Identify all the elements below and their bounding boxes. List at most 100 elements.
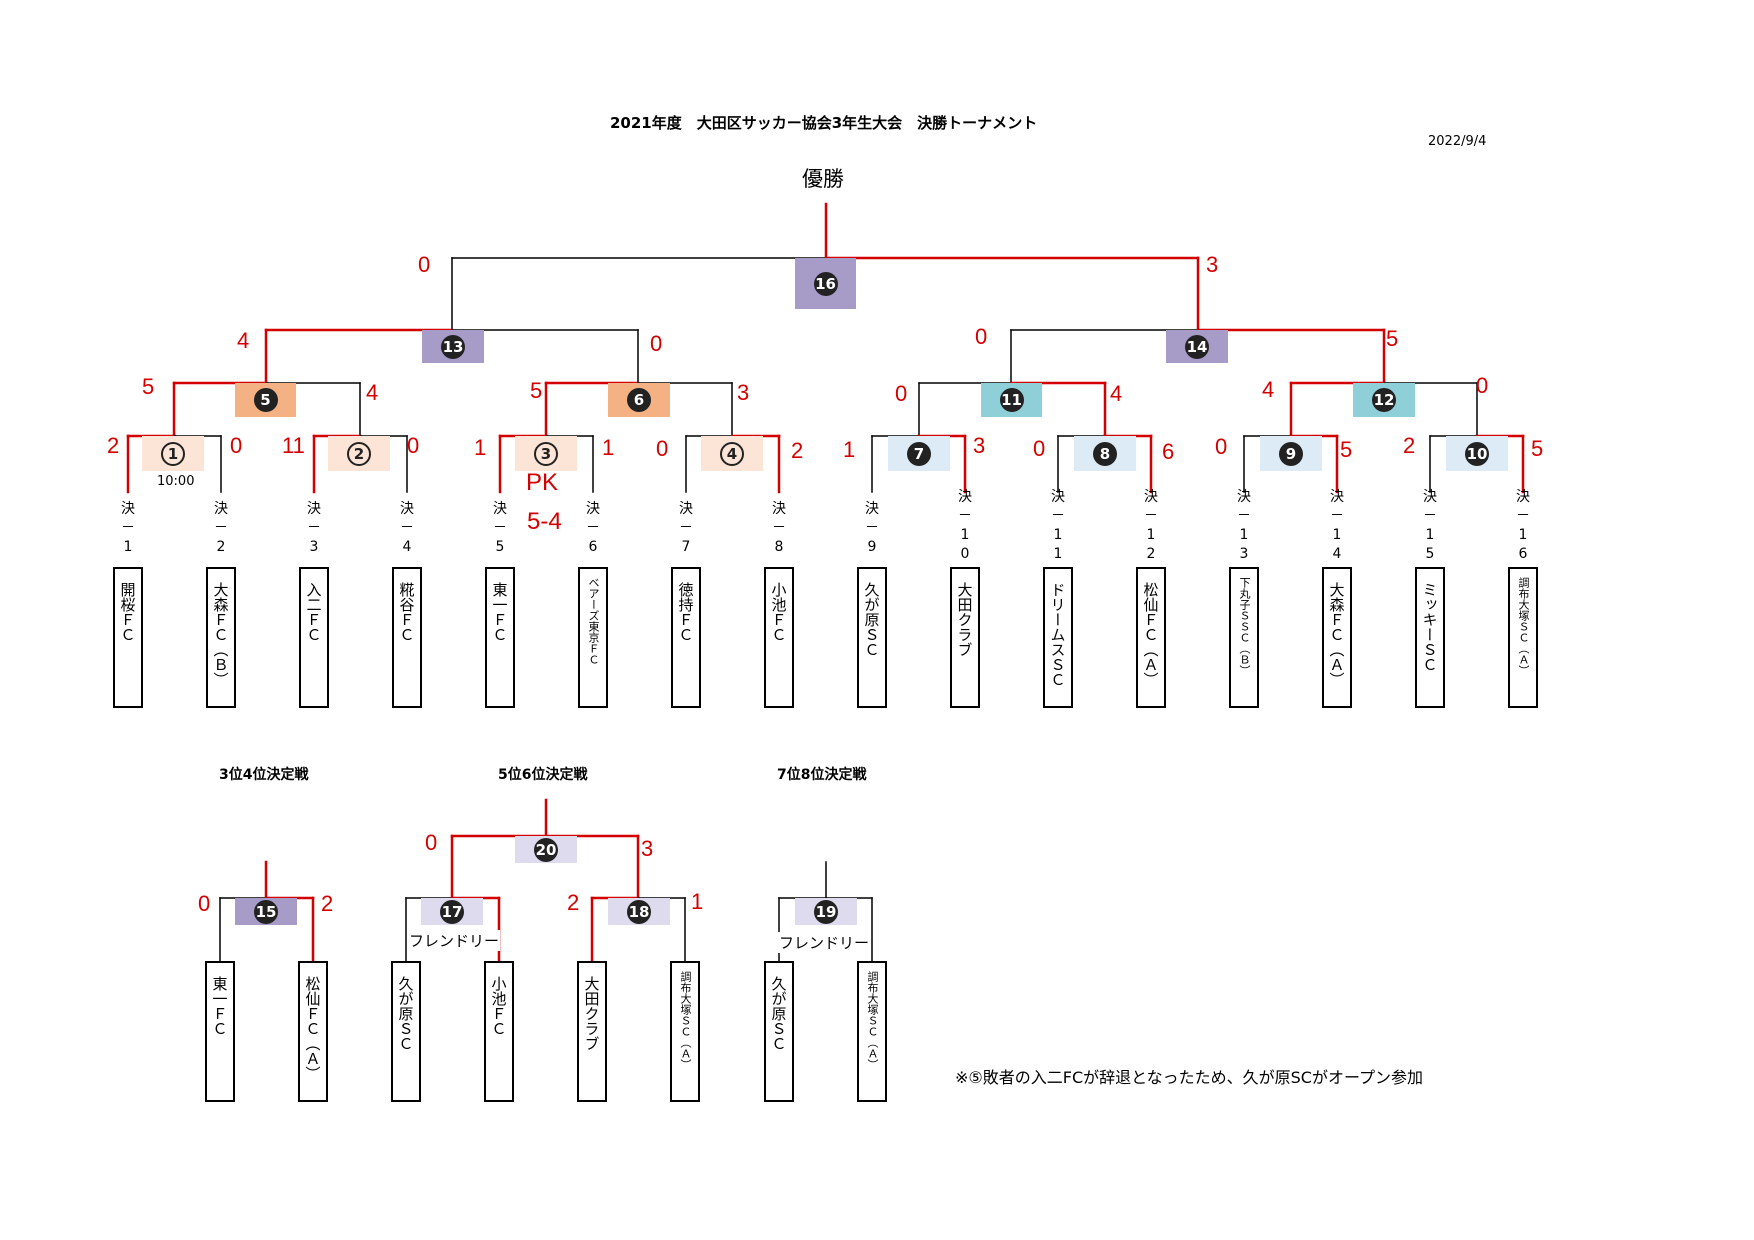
match-14-number: 14	[1185, 334, 1209, 359]
team-name: 小池ＦＣ	[769, 582, 788, 642]
match-11-number: 11	[999, 388, 1024, 412]
team-name: 入二ＦＣ	[304, 582, 323, 642]
match-5-box: 5	[235, 383, 296, 417]
slot-code: 決 － 1 2	[1144, 489, 1158, 562]
team-box: 調布大塚ＳＣ（Ａ）	[670, 961, 700, 1102]
team-name: 調布大塚ＳＣ（Ａ）	[1517, 577, 1530, 676]
score: 0	[425, 830, 438, 855]
match-16-number: 16	[813, 271, 838, 296]
score: 3	[973, 433, 986, 458]
page-title: 2021年度 大田区サッカー協会3年生大会 決勝トーナメント	[610, 114, 1038, 132]
match-19-box: 19	[795, 898, 857, 925]
third-fourth-title: 3位4位決定戦	[219, 767, 309, 783]
team-box: 調布大塚ＳＣ（Ａ）	[857, 961, 887, 1102]
match-13-box: 13	[422, 330, 484, 363]
match-4-number: 4	[720, 441, 744, 466]
score: 4	[366, 380, 379, 405]
team-box: 大森ＦＣ（Ｂ）	[206, 567, 236, 708]
score: 5	[1386, 326, 1399, 351]
match-7-number: 7	[907, 441, 931, 466]
match-7-box: 7	[888, 436, 950, 471]
score: 1	[691, 889, 704, 914]
score: 0	[656, 436, 669, 461]
slot-code: 決 － 4	[400, 501, 414, 555]
score: 0	[230, 433, 243, 458]
team-box: 東一ＦＣ	[205, 961, 235, 1102]
match-10-number: 10	[1465, 441, 1489, 466]
team-box: 久が原ＳＣ	[391, 961, 421, 1102]
match-11-box: 11	[981, 383, 1042, 417]
match-1-number: 1	[161, 441, 185, 466]
team-box: 調布大塚ＳＣ（Ａ）	[1508, 567, 1538, 708]
team-box: 大田クラブ	[577, 961, 607, 1102]
match-6-box: 6	[608, 383, 670, 417]
slot-code: 決 － 3	[307, 501, 321, 555]
team-name: 調布大塚ＳＣ（Ａ）	[866, 971, 879, 1070]
match-9-number: 9	[1279, 441, 1303, 466]
team-box: 大森ＦＣ（Ａ）	[1322, 567, 1352, 708]
team-box: ドリームスＳＣ	[1043, 567, 1073, 708]
team-box: 小池ＦＣ	[764, 567, 794, 708]
slot-code: 決 － 9	[865, 501, 879, 555]
slot-code: 決 － 1 6	[1516, 489, 1530, 562]
score: 0	[1033, 436, 1046, 461]
match-5-number: 5	[253, 388, 278, 412]
match-8-number: 8	[1093, 441, 1117, 466]
score: 0	[1215, 434, 1228, 459]
team-name: 松仙ＦＣ（Ａ）	[303, 976, 322, 1081]
team-name: 徳持ＦＣ	[676, 582, 695, 642]
score: 2	[107, 433, 120, 458]
score: 2	[321, 891, 334, 916]
score: 3	[1206, 252, 1219, 277]
match-19-friendly-label: フレンドリー	[778, 932, 871, 953]
fifth-sixth-title: 5位6位決定戦	[498, 767, 588, 783]
team-name: 久が原ＳＣ	[396, 976, 415, 1051]
match-15-box: 15	[235, 898, 297, 925]
slot-code: 決 － 1 4	[1330, 489, 1344, 562]
match-2-number: 2	[347, 441, 371, 466]
score: 1	[474, 435, 487, 460]
score: 4	[1110, 381, 1123, 406]
team-box: 糀谷ＦＣ	[392, 567, 422, 708]
team-box: 久が原ＳＣ	[764, 961, 794, 1102]
score: 5	[530, 378, 543, 403]
score: 0	[198, 891, 211, 916]
slot-code: 決 － 1 5	[1423, 489, 1437, 562]
match-3-pk-label: PK	[526, 469, 559, 496]
score: 3	[737, 380, 750, 405]
match-17-number: 17	[440, 899, 464, 924]
team-name: 松仙ＦＣ（Ａ）	[1141, 582, 1160, 687]
team-box: 松仙ＦＣ（Ａ）	[298, 961, 328, 1102]
team-name: ベアーズ東京ＦＣ	[587, 577, 600, 665]
team-name: 大森ＦＣ（Ａ）	[1327, 582, 1346, 687]
score: 0	[895, 381, 908, 406]
score: 4	[1262, 377, 1275, 402]
team-box: 松仙ＦＣ（Ａ）	[1136, 567, 1166, 708]
score: 6	[1162, 439, 1175, 464]
score: 4	[237, 328, 250, 353]
score: 11	[282, 433, 305, 458]
slot-code: 決 － 7	[679, 501, 693, 555]
team-name: 下丸子ＳＳＣ（Ｂ）	[1238, 577, 1251, 676]
score: 2	[567, 890, 580, 915]
match-1-time: 10:00	[157, 474, 195, 489]
team-name: 東一ＦＣ	[210, 976, 229, 1036]
slot-code: 決 － 8	[772, 501, 786, 555]
team-box: 入二ＦＣ	[299, 567, 329, 708]
match-16-box: 16	[795, 258, 856, 309]
match-3-box: 3	[515, 436, 577, 471]
team-box: 下丸子ＳＳＣ（Ｂ）	[1229, 567, 1259, 708]
score: 0	[1476, 373, 1489, 398]
team-name: 大田クラブ	[582, 976, 601, 1051]
score: 3	[641, 836, 654, 861]
score: 2	[1403, 433, 1416, 458]
match-20-number: 20	[534, 837, 558, 862]
match-15-number: 15	[254, 899, 278, 924]
match-10-box: 10	[1446, 436, 1508, 471]
team-name: ミッキーＳＣ	[1420, 582, 1439, 672]
score: 0	[407, 433, 420, 458]
team-box: ミッキーＳＣ	[1415, 567, 1445, 708]
event-date: 2022/9/4	[1428, 134, 1487, 149]
match-4-box: 4	[701, 436, 763, 471]
score: 0	[975, 324, 988, 349]
